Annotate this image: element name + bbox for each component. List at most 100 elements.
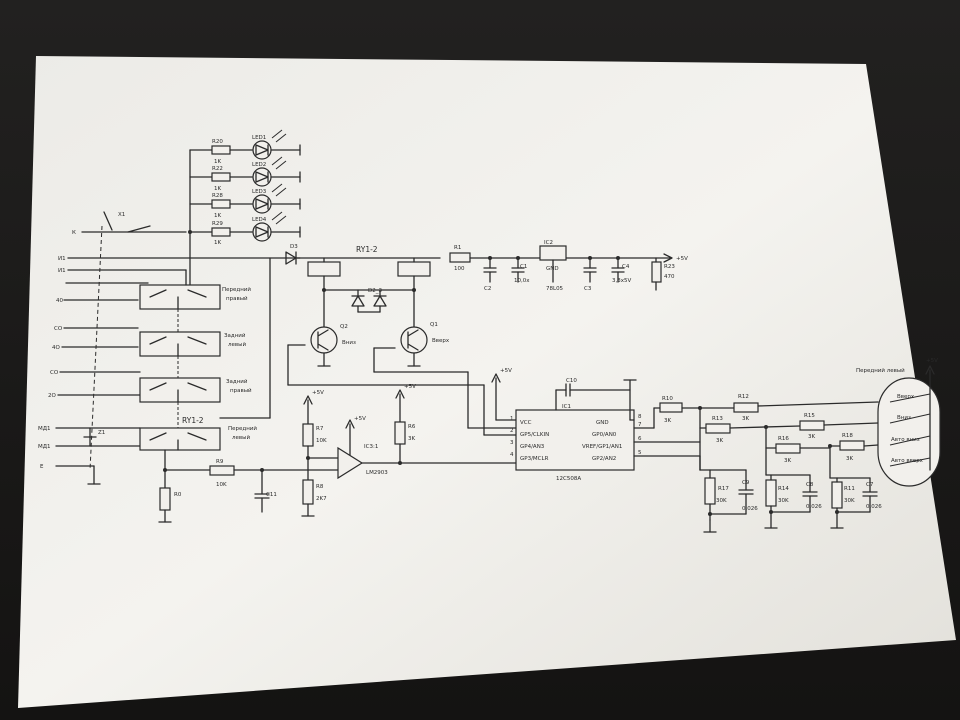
c1-value: 10,0х <box>514 278 530 284</box>
pin-num-7: 7 <box>638 422 642 428</box>
panel-item-auto-up: Авто вверх <box>891 458 924 464</box>
r12-value: 3K <box>742 416 749 422</box>
relay-driver <box>285 251 517 436</box>
switch-front-left <box>139 427 221 451</box>
relay-bottom-label: RY1-2 <box>182 416 204 425</box>
r9-value: 10K <box>216 482 227 488</box>
r1-resistor <box>449 252 471 263</box>
switch4-line1: Передний <box>228 425 257 432</box>
diodes-label: D2_3 <box>368 288 382 294</box>
r1-label: R1 <box>454 245 461 251</box>
r13-value: 3K <box>716 438 723 444</box>
r28-resistor <box>211 199 231 209</box>
switch3-line1: Задний <box>226 378 248 385</box>
relay-top-label: RY1-2 <box>356 245 378 254</box>
input-label-e: Е <box>40 464 44 470</box>
q1-transistor-icon <box>400 326 428 354</box>
ic1-microcontroller <box>515 409 635 471</box>
input-label-2o: 2О <box>48 393 56 399</box>
relay-coil-left <box>307 261 341 277</box>
r23-value: 470 <box>664 274 675 280</box>
paper-sheet <box>18 56 956 708</box>
switch-front-right <box>139 284 221 310</box>
c8-label: C8 <box>806 482 814 488</box>
r18-resistor <box>839 440 865 451</box>
pin-num-5: 5 <box>638 450 642 456</box>
r13-resistor <box>705 423 731 434</box>
r23-resistor <box>651 261 662 283</box>
panel-item-up: Вверх <box>897 394 915 400</box>
r8-value: 2K7 <box>316 496 327 502</box>
pin-left-1: VCC <box>520 420 532 426</box>
r16-value: 3K <box>784 458 791 464</box>
r18-value: 3K <box>846 456 853 462</box>
ic2-regulator <box>539 245 567 261</box>
switch-blocks <box>139 257 271 523</box>
input-label-k: К <box>72 230 76 236</box>
input-label-4o: 4О <box>52 345 60 351</box>
ic1-part: 12C508A <box>556 476 581 482</box>
c4-label: C4 <box>622 264 630 270</box>
plus5-top-label: +5V <box>676 256 688 262</box>
switch2-line2: левый <box>228 341 246 348</box>
led1-label: LED1 <box>252 135 266 141</box>
pin-num-3: 3 <box>510 440 514 446</box>
r10-resistor <box>659 402 683 413</box>
r15-resistor <box>799 420 825 431</box>
c3-label: C3 <box>584 286 592 292</box>
r23-label: R23 <box>664 264 675 270</box>
input-label-co2: СО <box>50 370 59 376</box>
plus5-comp-label: +5V <box>354 416 366 422</box>
button-panel <box>877 365 941 487</box>
ic2-part: 78L05 <box>546 286 564 292</box>
c4-value: 3,3х5V <box>612 278 632 284</box>
pin-num-4: 4 <box>510 452 514 458</box>
r12-label: R12 <box>738 394 749 400</box>
plus5-right-label: +5V <box>926 358 938 364</box>
c9-label: C9 <box>742 480 750 486</box>
pin-num-8: 8 <box>638 414 642 420</box>
r9-label: R9 <box>216 459 224 465</box>
r0-label: R0 <box>174 492 182 498</box>
r20-value: 1K <box>214 159 221 165</box>
input-label-co: СО <box>54 326 63 332</box>
switch-rear-right <box>139 377 221 403</box>
r1-value: 100 <box>454 266 465 272</box>
led3-label: LED3 <box>252 189 267 195</box>
r10-value: 3K <box>664 418 671 424</box>
left-input-bus <box>55 211 301 485</box>
r16-resistor <box>775 443 801 454</box>
pin-num-6: 6 <box>638 436 642 442</box>
c10-label: C10 <box>566 378 577 384</box>
r11-label: R11 <box>844 486 855 492</box>
r14-value: 30K <box>778 498 789 504</box>
panel-item-auto-down: Авто вниз <box>891 437 920 443</box>
q2-direction: Вниз <box>342 340 356 346</box>
plus5-ic-label: +5V <box>500 368 512 374</box>
r14-resistor <box>765 479 777 507</box>
pin-num-2: 2 <box>510 428 514 434</box>
r20-resistor <box>211 145 231 155</box>
pin-right-7: GP0/AN0 <box>592 432 617 438</box>
panel-item-down: Вниз <box>897 415 911 421</box>
switch-rear-left <box>139 331 221 357</box>
switch2-line1: Задний <box>224 332 246 339</box>
input-label-i1a: И1 <box>58 256 66 262</box>
input-label-40: 40 <box>56 298 63 304</box>
connector-x1-label: X1 <box>118 212 125 218</box>
r11-resistor <box>831 481 843 509</box>
pin-right-8: GND <box>596 420 609 426</box>
r8-label: R8 <box>316 484 324 490</box>
r6-resistor <box>394 421 406 445</box>
pin-left-2: GP5/CLKIN <box>520 432 549 438</box>
r22-resistor <box>211 172 231 182</box>
r17-value: 30K <box>716 498 727 504</box>
r6-label: R6 <box>408 424 416 430</box>
ic1-label: IC1 <box>562 404 571 410</box>
q1-label: Q1 <box>430 322 438 328</box>
ic2-label: IC2 <box>544 240 553 246</box>
pin-right-5: GP2/AN2 <box>592 456 616 462</box>
input-label-md1b: МД1 <box>38 444 51 450</box>
